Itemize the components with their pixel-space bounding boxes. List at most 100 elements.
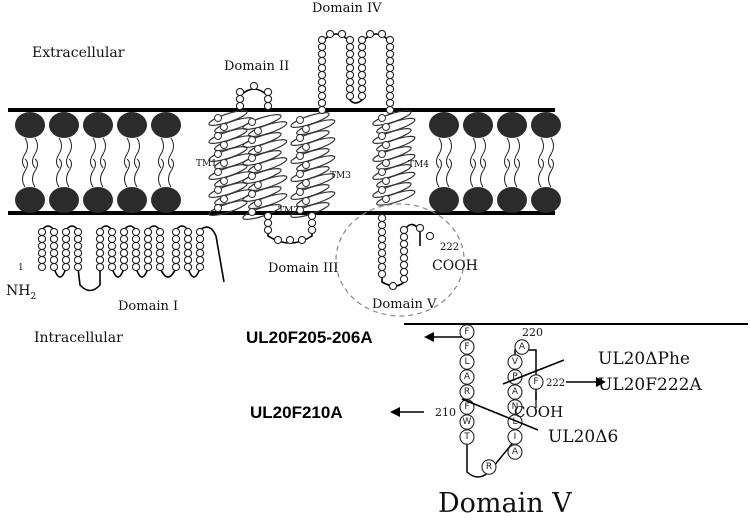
lipid-head-inner [531,187,561,213]
tm2-helix [242,204,282,220]
tm2-helix-residue [248,118,256,126]
lipid-tail [470,158,476,188]
tm2-helix-residue [254,181,262,189]
lipid-tail [168,137,174,169]
residue-bead [155,248,165,258]
residue-bead [385,77,395,87]
lipid-head-inner [429,187,459,213]
residue-bead [119,248,129,258]
residue-bead [95,234,105,244]
residue-bead [263,87,273,97]
residue-bead [365,29,375,39]
tm4-helix-residue [378,114,386,122]
residue-bead [357,70,367,80]
lipid-tail [158,137,164,169]
inset-num-220: 220 [522,326,543,339]
residue-bead [385,84,395,94]
residue-bead [49,241,59,251]
residue-bead [377,262,387,272]
inset-residue-letter: L [464,357,469,367]
lipid-tail [134,158,140,188]
lipid-tail [504,158,510,188]
residue-bead [385,63,395,73]
residue-bead [357,56,367,66]
lipid-head-inner [497,187,527,213]
mutant-delta-phe-label: UL20ΔPhe [598,349,690,369]
lipid-tail [446,137,452,169]
residue-bead [345,35,355,45]
residue-bead [377,213,387,223]
residue-bead [171,255,181,265]
domain-iv-label: Domain IV [312,1,382,16]
residue-bead [195,234,205,244]
lipid-tail [124,137,130,169]
residue-bead [399,260,409,270]
arrow-f205-206a [424,332,462,342]
residue-bead [317,35,327,45]
lipid-tail [436,137,442,169]
lipid-tail [56,137,62,169]
inset-residue-letter: P [512,372,518,382]
residue-bead [107,234,117,244]
residue-bead [95,255,105,265]
residue-bead [195,248,205,258]
lipid-bilayer [15,112,561,213]
tm4-helix-residue [382,195,390,203]
residue-bead [249,81,259,91]
residue-bead [377,29,387,39]
lipid-head-inner [83,187,113,213]
mutant-delta-6-label: UL20Δ6 [548,427,618,447]
lipid-tail [548,158,554,188]
inset-residue-letter: A [519,342,526,352]
mutant-f210a-label: UL20F210A [250,403,343,422]
residue-bead [263,94,273,104]
residue-bead [345,42,355,52]
residue-bead [357,91,367,101]
tm4-helix-residue [378,150,386,158]
tm2-helix-residue [248,154,256,162]
residue-bead [357,63,367,73]
residue-bead [131,227,141,237]
residue-bead [143,234,153,244]
residue-bead [49,234,59,244]
c-terminus-index: 222 [440,242,459,253]
tm1-helix-residue [220,177,228,185]
tm2-helix-residue [254,145,262,153]
residue-bead [195,262,205,272]
inset-residue-bead [507,399,523,415]
residue-bead [235,94,245,104]
lipid-tail [100,137,106,169]
lipid-head-outer [83,112,113,138]
residue-bead [171,248,181,258]
lipid-tail [22,137,28,169]
inset-residue-letter: F [533,377,538,387]
lipid-head-outer [463,112,493,138]
tm1-helix [208,200,248,216]
residue-bead [263,101,273,111]
inset-residue-bead [507,429,523,445]
tm1-helix-residue [214,150,222,158]
residue-bead [317,98,327,108]
residue-bead [385,35,395,45]
residue-bead [95,227,105,237]
tm3-helix-residue [296,152,304,160]
residue-bead [415,223,425,233]
residue-bead [171,262,181,272]
inset-residue-letter: A [464,372,471,382]
inset-residue-bead [459,339,475,355]
inset-residue-letter: F [464,342,469,352]
residue-bead [131,255,141,265]
inset-residue-bead [459,354,475,370]
tm1-helix-residue [214,168,222,176]
residue-bead [399,232,409,242]
tm3-helix-residue [302,143,310,151]
lipid-tail [90,158,96,188]
residue-bead [95,262,105,272]
residue-bead [285,235,295,245]
residue-bead [235,87,245,97]
residue-bead [345,70,355,80]
transmembrane-helices [208,110,416,220]
residue-bead [337,29,347,39]
